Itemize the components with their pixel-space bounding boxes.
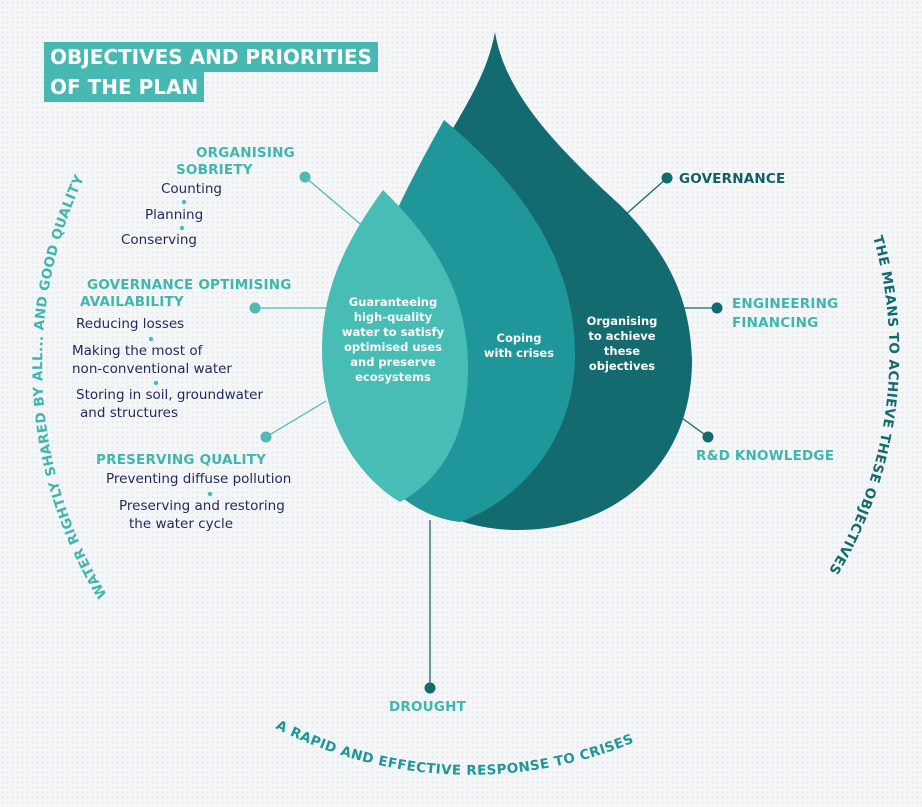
dot-sobriety-1 [181,199,187,205]
drop-inner-line: ecosystems [355,370,431,384]
sobriety-item-conserving: Conserving [121,232,197,248]
financing-label: FINANCING [732,315,819,331]
connector-quality [265,400,327,438]
drop-outer-line: Organising [586,314,658,328]
node-engineering [711,302,723,314]
dot-sobriety-2 [179,225,185,231]
quality-item-water-cycle-1: Preserving and restoring [119,498,285,514]
node-governance [661,172,673,184]
availability-item-storing-2: and structures [80,405,178,421]
drought-label: DROUGHT [389,699,467,715]
quality-item-water-cycle-2: the water cycle [129,516,234,532]
drop-inner-text: Guaranteeing high-quality water to satis… [332,295,454,385]
rd-knowledge-label: R&D KNOWLEDGE [696,448,835,464]
availability-item-losses: Reducing losses [76,316,185,332]
drop-inner-line: high-quality [353,310,433,324]
title-line-1: OBJECTIVES AND PRIORITIES [44,42,378,72]
availability-heading-1: GOVERNANCE OPTIMISING [87,277,292,293]
connector-governance [623,177,668,217]
drop-outer-line: to achieve [588,329,656,343]
dot-quality-1 [207,491,213,497]
arc-text-right: THE MEANS TO ACHIEVE THESE OBJECTIVES [825,234,901,578]
dot-availability-2 [153,380,159,386]
sobriety-item-planning: Planning [145,207,204,223]
sobriety-item-counting: Counting [161,181,222,197]
drop-middle-line: with crises [483,346,555,360]
node-rd [702,431,714,443]
node-quality [260,431,272,443]
drop-inner-line: and preserve [350,355,436,369]
drop-outer-text: Organising to achieve these objectives [572,314,672,374]
drop-middle-line: Coping [496,331,542,345]
availability-item-nonconventional-1: Making the most of [72,343,203,359]
drop-outer-line: these [603,344,641,358]
drop-outer-line: objectives [588,359,656,373]
availability-heading-2: AVAILABILITY [80,294,184,310]
node-drought [424,682,436,694]
drop-inner-line: water to satisfy [341,325,445,339]
arc-text-bottom: A RAPID AND EFFECTIVE RESPONSE TO CRISES [273,717,636,779]
drop-inner-line: optimised uses [343,340,443,354]
connector-rd [670,409,709,438]
node-sobriety [299,171,311,183]
quality-item-pollution: Preventing diffuse pollution [106,471,292,487]
availability-item-nonconventional-2: non-conventional water [72,361,232,377]
connector-sobriety [304,176,366,229]
drop-inner-layer [322,190,468,502]
drop-middle-text: Coping with crises [474,331,564,361]
availability-item-storing-1: Storing in soil, groundwater [76,387,264,403]
sobriety-heading-1: ORGANISING [196,145,295,161]
governance-label: GOVERNANCE [679,171,786,187]
node-availability [249,302,261,314]
quality-heading: PRESERVING QUALITY [96,452,267,468]
dot-availability-1 [148,336,154,342]
sobriety-heading-2: SOBRIETY [176,162,253,178]
drop-inner-line: Guaranteeing [348,295,438,309]
engineering-label: ENGINEERING [732,296,839,312]
title-line-2: OF THE PLAN [44,72,205,102]
